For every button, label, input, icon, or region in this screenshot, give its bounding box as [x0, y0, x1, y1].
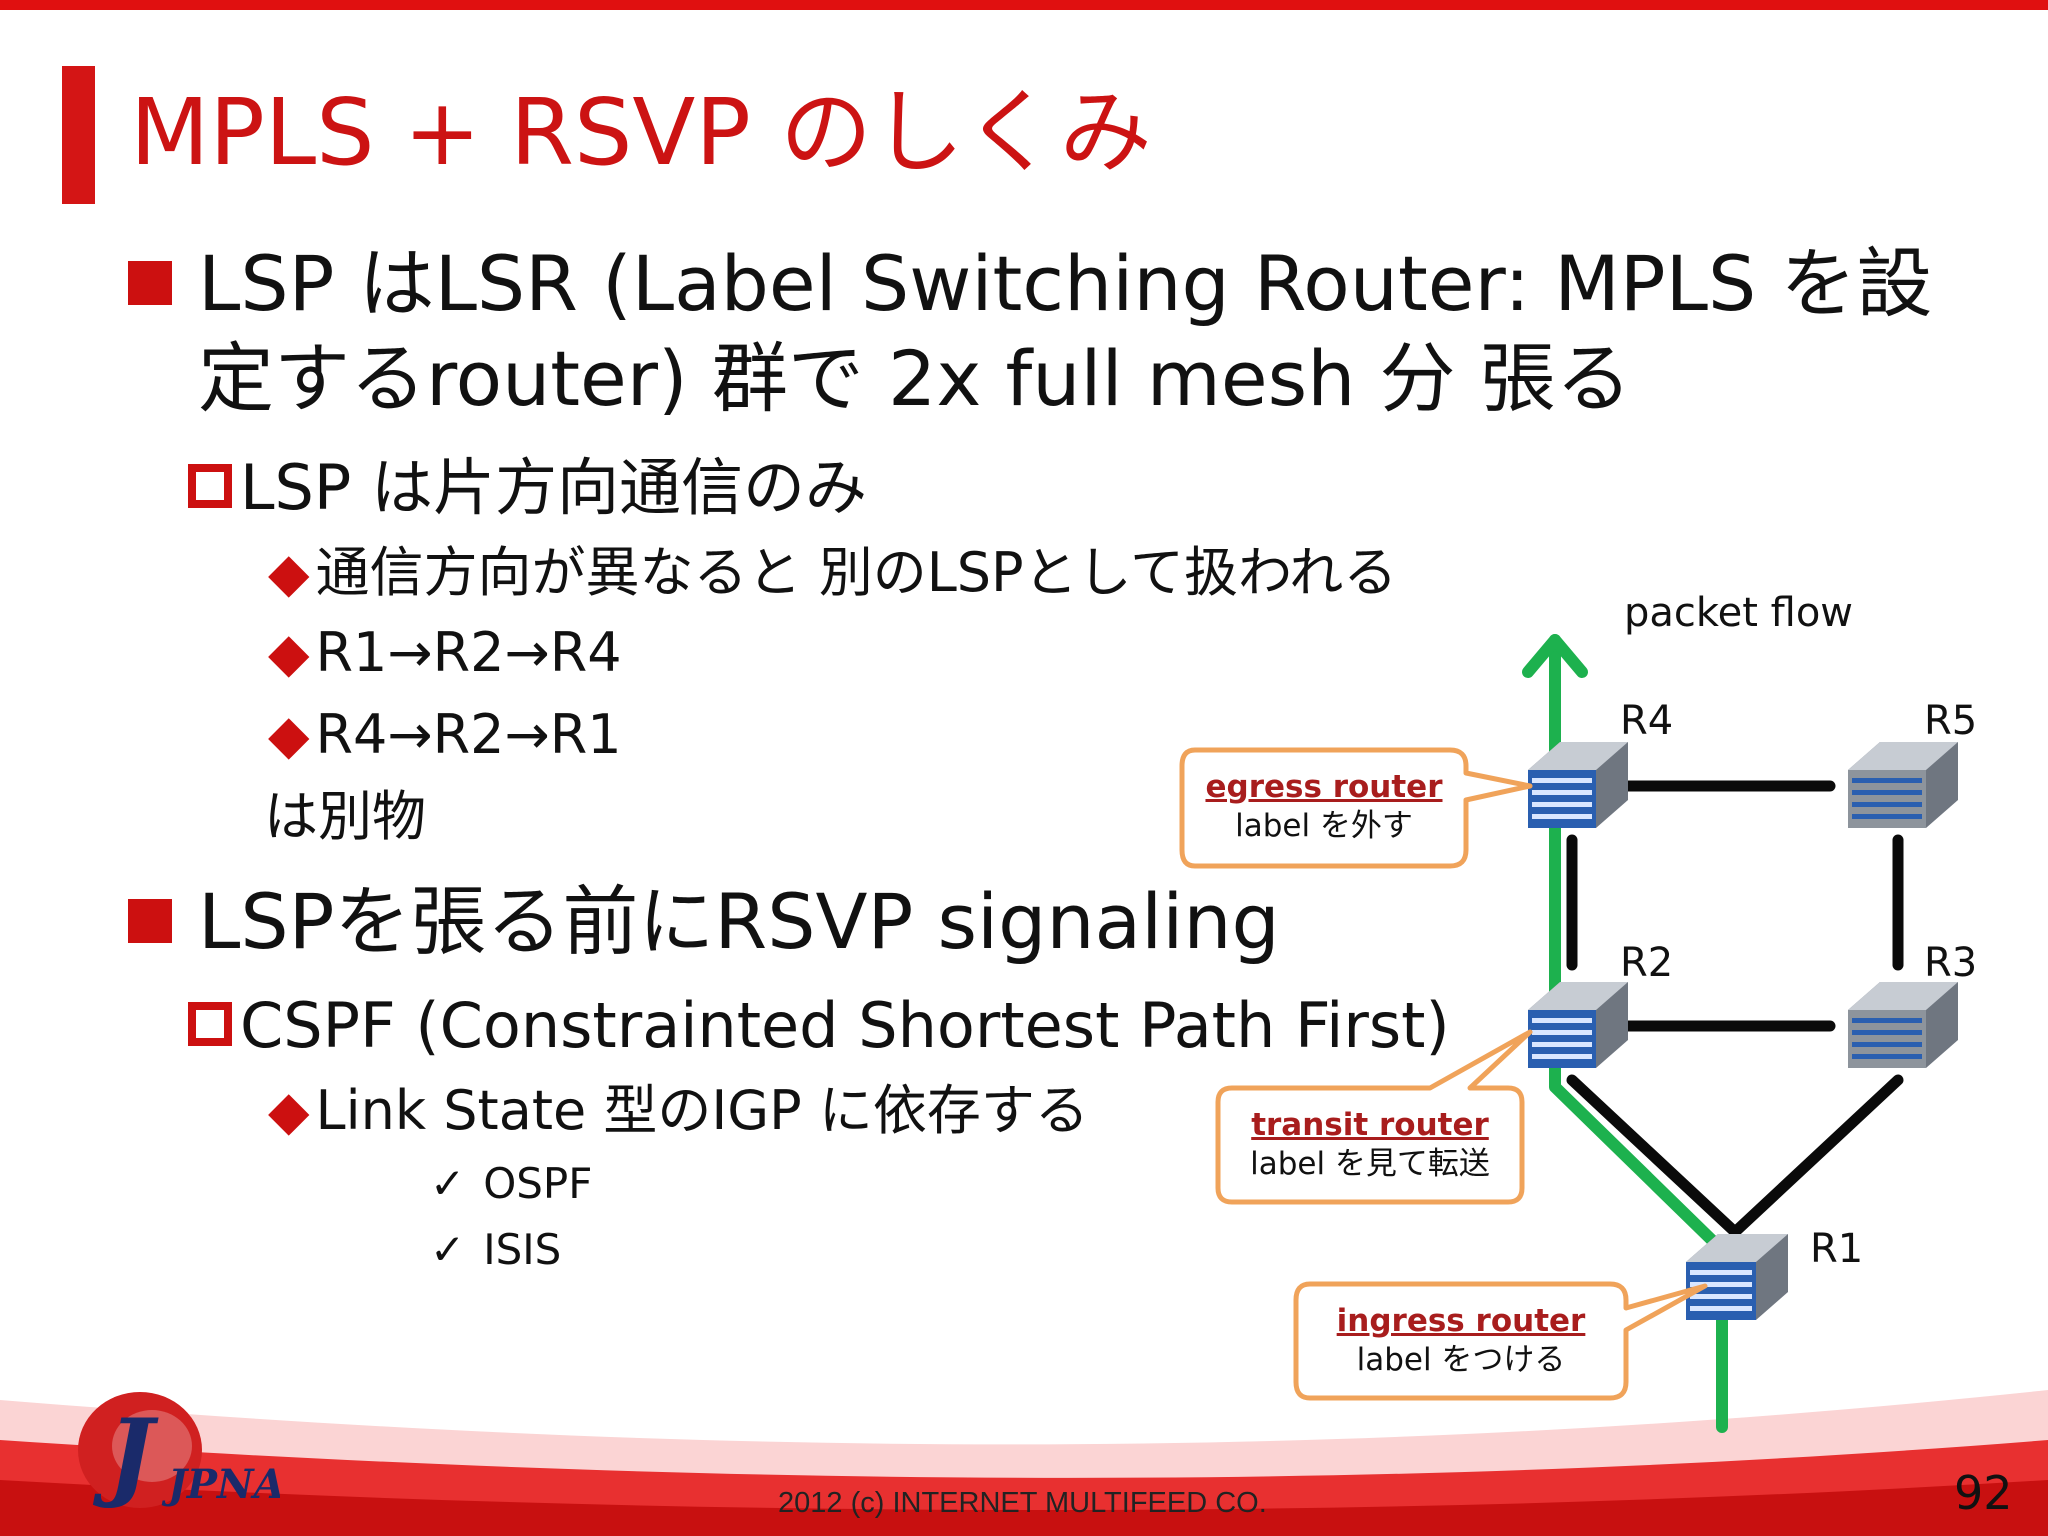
diamond-bullet-icon: ◆ [268, 621, 310, 684]
router-r1-icon [1686, 1234, 1788, 1320]
bullet-2-text: LSPを張る前にRSVP signaling [198, 877, 1280, 966]
open-square-bullet-icon [188, 463, 232, 508]
router-label-r2: R2 [1620, 940, 1674, 986]
sub-bullet-2: CSPF (Constrainted Shortest Path First) [188, 990, 1450, 1061]
check-item-2-text: ISIS [483, 1225, 562, 1274]
ingress-callout: ingress router label をつける [1300, 1302, 1622, 1380]
bullet-1-text-1: LSP はLSR (Label Switching Router: MPLS を… [198, 239, 1933, 328]
sub-item-3: ◆R4→R2→R1 [268, 703, 622, 766]
sub-item-1-text: 通信方向が異なると 別のLSPとして扱われる [315, 541, 1398, 604]
transit-callout: transit router label を見て転送 [1222, 1106, 1518, 1184]
ingress-callout-text: label をつける [1356, 1341, 1566, 1378]
bullet-2-line: LSPを張る前にRSVP signaling [128, 878, 1280, 965]
egress-callout-shape [1179, 747, 1533, 869]
router-r5-icon [1848, 742, 1958, 828]
router-label-r4: R4 [1620, 698, 1674, 744]
top-accent-bar [0, 0, 2048, 10]
jpnap-logo: J JPNAP [78, 1392, 280, 1511]
router-label-r3: R3 [1924, 940, 1978, 986]
note-text: は別物 [264, 785, 426, 848]
sub-item-4: ◆Link State 型のIGP に依存する [268, 1079, 1089, 1142]
sub-item-1: ◆通信方向が異なると 別のLSPとして扱われる [268, 541, 1398, 604]
footer-wave [0, 1390, 2048, 1536]
check-item-2: ✓ ISIS [430, 1225, 562, 1274]
diamond-bullet-icon: ◆ [268, 1079, 310, 1142]
packet-flow-arrow [1522, 634, 1728, 1433]
router-label-r5: R5 [1924, 698, 1978, 744]
page-number: 92 [1954, 1466, 2013, 1520]
square-bullet-icon [128, 261, 172, 305]
sub-item-2: ◆R1→R2→R4 [268, 621, 622, 684]
egress-callout: egress router label を外す [1186, 768, 1462, 846]
router-label-r1: R1 [1810, 1226, 1864, 1272]
check-item-1: ✓ OSPF [430, 1159, 593, 1208]
logo-text: JPNAP [161, 1461, 280, 1508]
title-accent-bar [62, 66, 95, 204]
link-r2-r1-r3 [1566, 1074, 1904, 1240]
checkmark-icon: ✓ [430, 1225, 466, 1274]
transit-callout-text: label を見て転送 [1250, 1145, 1490, 1182]
sub-bullet-2-text: CSPF (Constrainted Shortest Path First) [240, 989, 1450, 1062]
router-r3-icon [1848, 982, 1958, 1068]
sub-item-2-text: R1→R2→R4 [315, 621, 622, 684]
open-square-bullet-icon [188, 1001, 232, 1046]
sub-item-3-text: R4→R2→R1 [315, 703, 622, 766]
slide-title: MPLS + RSVP のしくみ [130, 79, 1152, 186]
check-item-1-text: OSPF [483, 1159, 593, 1208]
diamond-bullet-icon: ◆ [268, 541, 310, 604]
sub-item-4-text: Link State 型のIGP に依存する [315, 1079, 1089, 1142]
bullet-1-line-2: 定するrouter) 群で 2x full mesh 分 張る [198, 334, 1632, 423]
sub-bullet-1: LSP は片方向通信のみ [188, 452, 867, 523]
egress-callout-title: egress router [1205, 769, 1443, 805]
checkmark-icon: ✓ [430, 1159, 466, 1208]
ingress-callout-shape [1293, 1281, 1708, 1401]
transit-callout-shape [1215, 1029, 1533, 1205]
router-r2-icon [1528, 982, 1628, 1068]
transit-callout-title: transit router [1251, 1107, 1489, 1143]
sub-bullet-1-text: LSP は片方向通信のみ [240, 451, 867, 524]
square-bullet-icon [128, 899, 172, 943]
ingress-callout-title: ingress router [1336, 1303, 1586, 1339]
footer-copyright: 2012 (c) INTERNET MULTIFEED CO. [778, 1487, 1267, 1519]
router-r4-icon [1528, 742, 1628, 828]
packet-flow-label: packet flow [1624, 590, 1854, 636]
diamond-bullet-icon: ◆ [268, 703, 310, 766]
bullet-1-line-1: LSP はLSR (Label Switching Router: MPLS を… [128, 240, 1932, 327]
egress-callout-text: label を外す [1235, 807, 1413, 844]
